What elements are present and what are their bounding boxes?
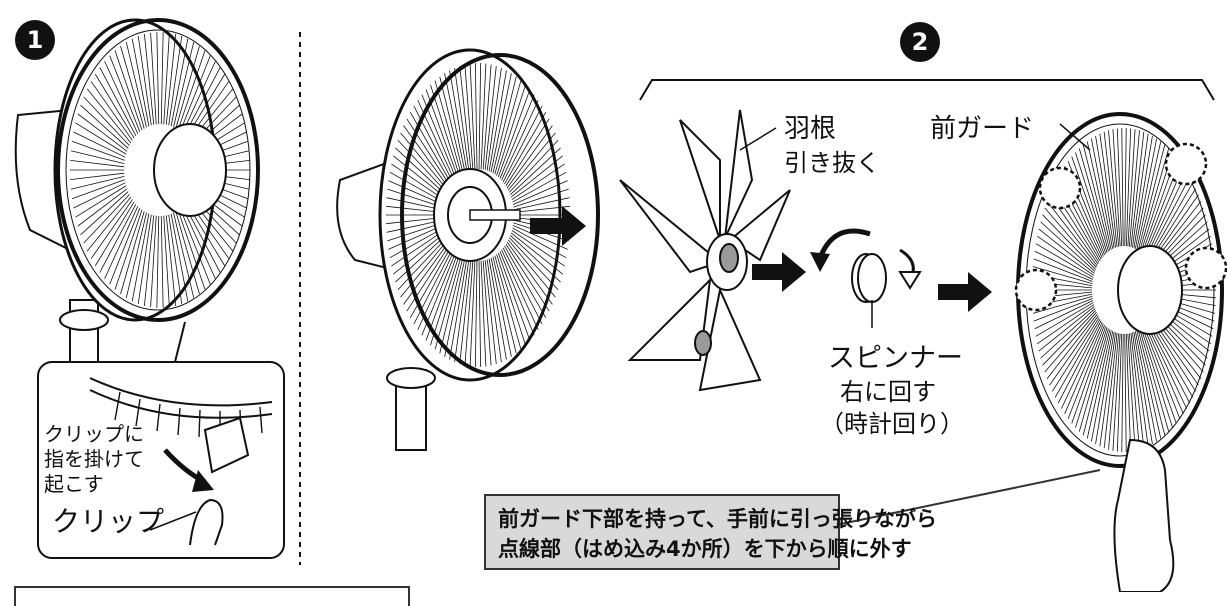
blade-icon [619, 109, 791, 392]
fan-middle [336, 48, 600, 451]
hand-icon [1113, 438, 1175, 592]
snap-point-markers [1014, 142, 1227, 312]
diagram-canvas [14, 18, 1227, 592]
blade-hub [719, 243, 739, 273]
clip-label: クリップ [52, 505, 165, 538]
clip-instruction-line-1: クリップに [44, 422, 144, 446]
callout-line-1: 前ガード下部を持って、手前に引っ張りながら [498, 507, 937, 531]
fan-left [14, 18, 260, 371]
bottom-note-box [14, 586, 410, 606]
blade-action-label: 引き抜く [784, 149, 880, 177]
blade-label: 羽根 [784, 114, 837, 144]
fan-left-center-badge [153, 123, 227, 217]
front-guard-icon [1014, 112, 1227, 592]
callout-line-2: 点線部（はめ込み4か所）を下から順に外す [498, 537, 912, 561]
spinner-icon [810, 228, 922, 328]
front-guard-label: 前ガード [930, 114, 1035, 144]
spinner-label: スピンナー [828, 343, 963, 374]
finger-icon [189, 498, 224, 546]
clip-instruction-label: クリップに 指を掛けて 起こす [44, 422, 144, 497]
step-2-number: 2 [911, 28, 929, 56]
arrow-right-icon-2 [938, 272, 992, 312]
step-1-number: 1 [26, 26, 44, 54]
step-1-badge: 1 [15, 20, 55, 60]
clip-instruction-line-2: 指を掛けて [44, 447, 144, 471]
step2-bracket [639, 79, 1215, 101]
clip-icon [203, 416, 250, 474]
step-2-badge: 2 [900, 22, 940, 62]
clip-inset [37, 321, 285, 559]
arrow-right-icon [752, 252, 806, 292]
motor-shaft [469, 209, 521, 221]
clip-instruction-line-3: 起こす [44, 472, 104, 496]
spinner-action-label: 右に回す [840, 378, 936, 406]
spinner-note-label: （時計回り） [820, 410, 964, 438]
pull-arrow-icon [530, 206, 586, 246]
instruction-callout: 前ガード下部を持って、手前に引っ張りながら 点線部（はめ込み4か所）を下から順に… [484, 494, 937, 570]
